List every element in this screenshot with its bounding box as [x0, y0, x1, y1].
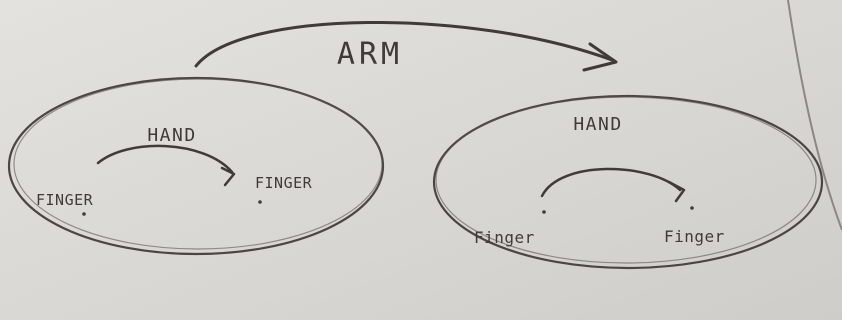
finger-label-left: Finger	[474, 228, 535, 247]
arm-label: ARM	[337, 37, 403, 72]
finger-label-right: Finger	[664, 227, 725, 246]
hand-ellipse	[432, 94, 824, 270]
finger-arrow-head	[220, 166, 236, 187]
finger-label-right: FINGER	[255, 174, 313, 192]
hand-ellipse-overstroke	[435, 96, 817, 264]
finger-arrow	[540, 167, 682, 198]
finger-dot	[258, 200, 262, 204]
finger-dot	[82, 212, 86, 216]
finger-dot	[690, 206, 694, 210]
hand-ellipse-overstroke	[13, 78, 383, 250]
arm-arrow	[194, 21, 618, 72]
paper-edge-line	[787, 0, 842, 231]
hand-label: HAND	[573, 114, 622, 135]
finger-arrow-head	[667, 180, 686, 203]
finger-arrow	[96, 144, 234, 174]
hand-group-left: HAND FINGER FINGER	[7, 76, 385, 256]
hand-ellipse	[7, 76, 385, 256]
hand-label: HAND	[147, 125, 196, 146]
finger-dot	[542, 210, 546, 214]
finger-label-left: FINGER	[36, 191, 94, 209]
hand-group-right: HAND Finger Finger	[432, 94, 824, 270]
